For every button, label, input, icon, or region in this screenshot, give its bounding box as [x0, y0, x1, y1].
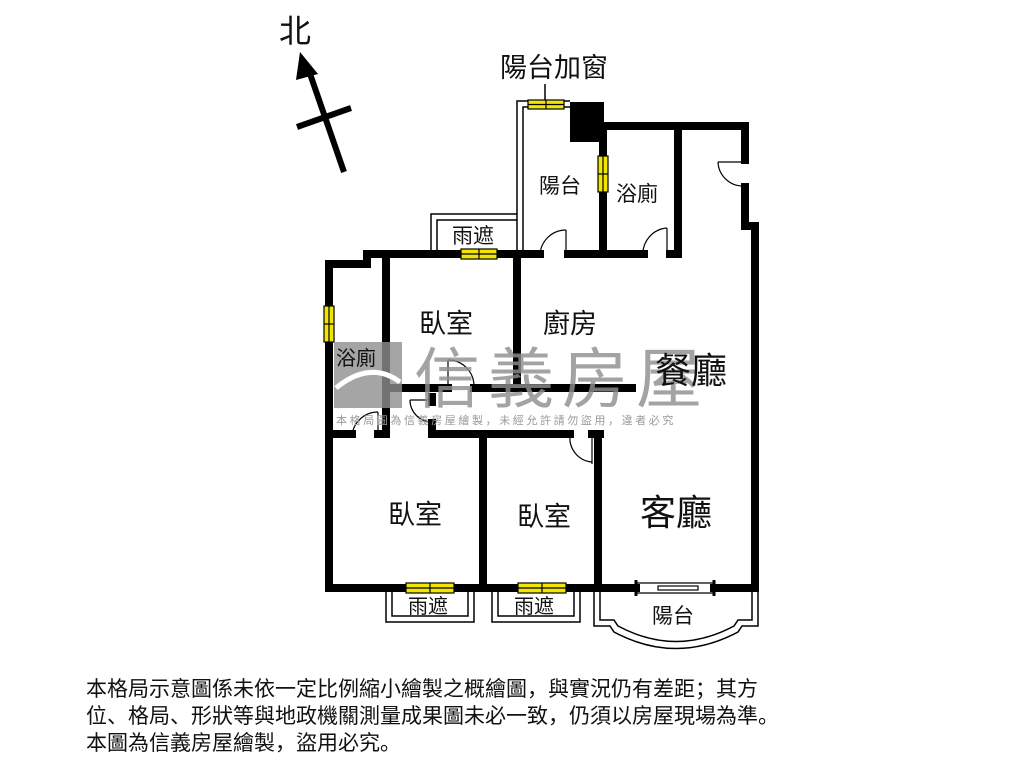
doors: [351, 161, 745, 464]
window-bath-left: [323, 305, 335, 343]
disclaimer: 本格局示意圖係未依一定比例縮小繪製之概繪圖，與實況仍有差距；其方 位、格局、形狀…: [86, 676, 966, 757]
room-kitchen: 廚房: [543, 309, 597, 340]
balcony-window-annotation: 陽台加窗: [500, 53, 608, 84]
door-bath-left: [351, 411, 379, 437]
room-bedroom-mid: 臥室: [517, 502, 571, 533]
room-canopy-top: 雨遮: [452, 224, 494, 248]
window-balcony-top: [527, 99, 565, 110]
window-bedroom-top: [460, 248, 498, 260]
canopy-mid-outline: [491, 588, 581, 623]
door-bath-top: [642, 227, 668, 258]
door-balcony-top: [539, 229, 567, 258]
room-canopy-left: 雨遮: [408, 594, 448, 618]
door-bedroom-top: [447, 359, 475, 390]
canopy-left-outline: [385, 588, 475, 623]
door-entrance: [717, 161, 745, 187]
room-living: 客廳: [640, 493, 712, 534]
room-dining: 餐廳: [655, 351, 727, 392]
disclaimer-line: 本格局示意圖係未依一定比例縮小繪製之概繪圖，與實況仍有差距；其方: [86, 677, 758, 701]
disclaimer-line: 本圖為信義房屋繪製，盜用必究。: [86, 731, 401, 755]
svg-text:本格局圖為信義房屋繪製，未經允許請勿盜用，違者必究: 本格局圖為信義房屋繪製，未經允許請勿盜用，違者必究: [336, 413, 676, 427]
disclaimer-line: 位、格局、形狀等與地政機關測量成果圖未必一致，仍須以房屋現場為準。: [86, 704, 779, 728]
brand-watermark: 信義房屋 本格局圖為信義房屋繪製，未經允許請勿盜用，違者必究: [334, 341, 710, 427]
room-canopy-mid: 雨遮: [514, 594, 554, 618]
window-bedroom-left: [405, 582, 455, 594]
room-bedroom-left: 臥室: [388, 500, 442, 531]
room-bedroom-top: 臥室: [419, 309, 473, 340]
door-bedroom-left: [409, 399, 433, 423]
compass-label: 北: [279, 12, 311, 50]
room-bath-left: 浴廁: [336, 346, 376, 370]
canopy-top-outline: [430, 213, 517, 254]
duct-shaft: [570, 102, 604, 142]
svg-text:信義房屋: 信義房屋: [414, 341, 710, 418]
room-bath-top: 浴廁: [616, 182, 658, 206]
balcony-bottom-outline: [593, 588, 759, 650]
door-bedroom-mid: [569, 435, 593, 464]
windows: [323, 99, 609, 594]
room-balcony-top: 陽台: [539, 174, 581, 198]
north-arrow-icon: [296, 52, 352, 173]
sliding-door: [634, 580, 716, 596]
window-bath-top: [597, 155, 609, 193]
window-bedroom-mid: [517, 582, 567, 594]
room-balcony-bottom: 陽台: [652, 604, 694, 628]
